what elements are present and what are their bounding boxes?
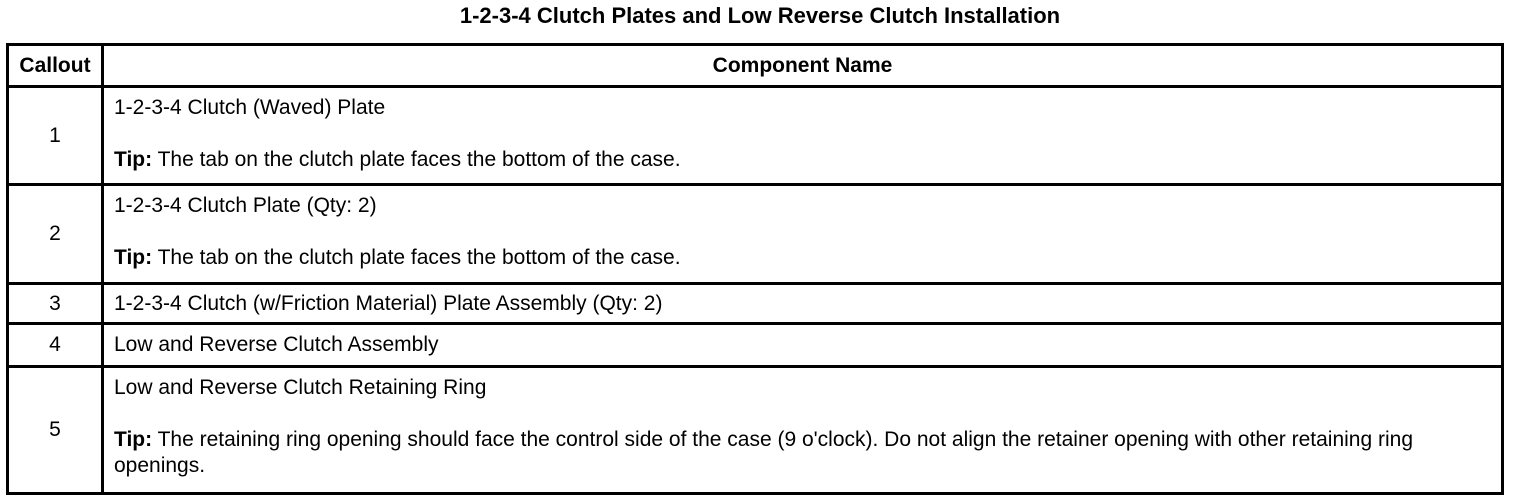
component-name-text: Low and Reverse Clutch Assembly bbox=[114, 333, 439, 356]
tip-label: Tip: bbox=[114, 428, 153, 451]
callout-number: 4 bbox=[6, 322, 104, 368]
tip-text: The retaining ring opening should face t… bbox=[114, 428, 1414, 477]
table-row: 4 Low and Reverse Clutch Assembly bbox=[6, 322, 1504, 368]
component-cell: 1-2-3-4 Clutch Plate (Qty: 2) Tip: The t… bbox=[101, 183, 1504, 285]
table-row: 1 1-2-3-4 Clutch (Waved) Plate Tip: The … bbox=[6, 85, 1504, 186]
tip-text: The tab on the clutch plate faces the bo… bbox=[157, 246, 681, 269]
component-name-column-header: Component Name bbox=[101, 43, 1504, 88]
callout-number: 5 bbox=[6, 365, 104, 495]
callout-number: 2 bbox=[6, 183, 104, 285]
component-name-text: 1-2-3-4 Clutch Plate (Qty: 2) bbox=[114, 194, 377, 217]
component-cell: Low and Reverse Clutch Retaining Ring Ti… bbox=[101, 365, 1504, 495]
component-cell: 1-2-3-4 Clutch (w/Friction Material) Pla… bbox=[101, 282, 1504, 325]
tip-label: Tip: bbox=[114, 148, 153, 171]
component-name-text: 1-2-3-4 Clutch (w/Friction Material) Pla… bbox=[114, 291, 663, 315]
component-name-text: Low and Reverse Clutch Retaining Ring bbox=[114, 376, 487, 399]
tip-note: Tip: The retaining ring opening should f… bbox=[114, 427, 1491, 479]
table-row: 5 Low and Reverse Clutch Retaining Ring … bbox=[6, 365, 1504, 495]
table-header-row: Callout Component Name bbox=[6, 43, 1504, 88]
component-cell: 1-2-3-4 Clutch (Waved) Plate Tip: The ta… bbox=[101, 85, 1504, 186]
tip-text: The tab on the clutch plate faces the bo… bbox=[157, 148, 681, 171]
tip-note: Tip: The tab on the clutch plate faces t… bbox=[114, 147, 1491, 173]
component-name-text: 1-2-3-4 Clutch (Waved) Plate bbox=[114, 96, 386, 119]
page-title: 1-2-3-4 Clutch Plates and Low Reverse Cl… bbox=[459, 3, 1061, 28]
tip-note: Tip: The tab on the clutch plate faces t… bbox=[114, 245, 1491, 271]
callout-number: 3 bbox=[6, 282, 104, 325]
callout-column-header: Callout bbox=[6, 43, 104, 88]
tip-label: Tip: bbox=[114, 246, 153, 269]
component-table: Callout Component Name 1 1-2-3-4 Clutch … bbox=[6, 43, 1504, 495]
callout-number: 1 bbox=[6, 85, 104, 186]
table-row: 3 1-2-3-4 Clutch (w/Friction Material) P… bbox=[6, 282, 1504, 325]
component-cell: Low and Reverse Clutch Assembly bbox=[101, 322, 1504, 368]
table-row: 2 1-2-3-4 Clutch Plate (Qty: 2) Tip: The… bbox=[6, 183, 1504, 285]
document-page: 1-2-3-4 Clutch Plates and Low Reverse Cl… bbox=[0, 3, 1520, 495]
